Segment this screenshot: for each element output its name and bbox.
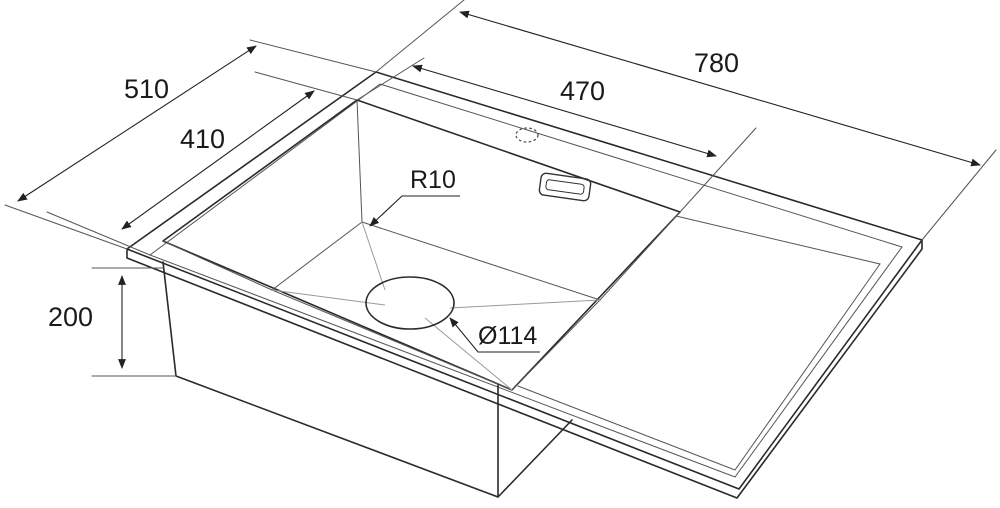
leader-drain [449,317,540,353]
basin-underside [162,261,573,498]
leader-r10 [369,195,460,227]
label-overall-width: 780 [694,48,739,78]
bowl-bottom-front [271,221,513,391]
leader-lines [369,195,540,353]
bowl-right-wall-edge [599,211,681,301]
deck-outer-edge-thickness [126,239,923,499]
bowl-left-wall-edge [162,240,273,291]
label-bowl-depth: 410 [180,124,225,154]
overflow-slot [538,172,592,202]
bowl-bottom-slope-lines [271,221,601,391]
dimension-lines [17,10,981,369]
deck-outer-edge [126,71,923,490]
dim-line-470 [412,64,717,158]
label-bowl-height: 200 [48,302,93,332]
label-overall-depth: 510 [124,74,169,104]
extension-lines [4,0,997,377]
sink-body [126,71,923,499]
label-corner-radius: R10 [410,166,456,194]
drainboard-panel [517,215,881,471]
deck-inner-lip [148,83,903,478]
bowl-bottom-right [511,299,601,391]
label-drain-diameter: Ø114 [478,322,537,350]
dim-line-780 [459,10,981,167]
drain-hole [365,276,455,330]
dim-line-410 [121,90,315,230]
label-bowl-width: 470 [560,76,605,106]
